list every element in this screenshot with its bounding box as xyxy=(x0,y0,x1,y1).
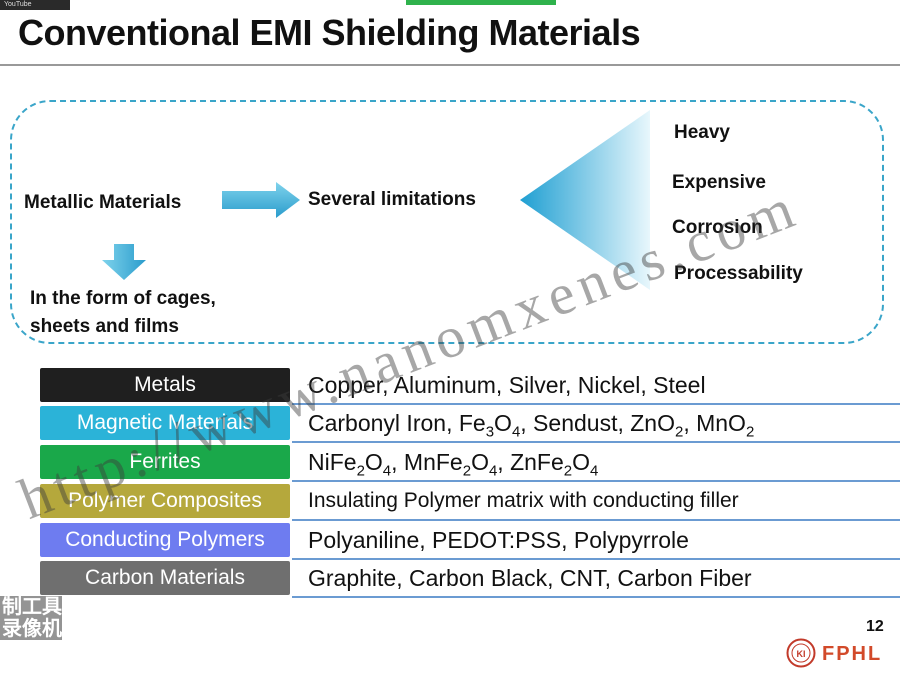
limitations-triangle-icon xyxy=(520,110,650,290)
category-ferrites: Ferrites xyxy=(40,445,290,479)
value-ferrites: NiFe2O4, MnFe2O4, ZnFe2O4 xyxy=(308,445,598,489)
subscript: 3 xyxy=(485,423,495,441)
category-carbon: Carbon Materials xyxy=(40,561,290,595)
subscript: 2 xyxy=(674,423,684,441)
value-text: O xyxy=(364,449,383,475)
value-text: , Sendust, ZnO xyxy=(520,410,675,436)
value-text: , MnO xyxy=(683,410,746,436)
value-conducting-polymers: Polyaniline, PEDOT:PSS, Polypyrrole xyxy=(308,527,689,553)
subscript: 2 xyxy=(745,423,755,441)
form-line-2: sheets and films xyxy=(30,316,179,337)
several-limitations-label: Several limitations xyxy=(308,189,476,210)
category-metals: Metals xyxy=(40,368,290,402)
limit-corrosion: Corrosion xyxy=(672,217,763,238)
value-text: O xyxy=(494,410,512,436)
metallic-limitations-box xyxy=(10,100,884,344)
subscript: 2 xyxy=(462,462,472,480)
page-number: 12 xyxy=(866,618,884,635)
youtube-label: YouTube xyxy=(0,0,70,10)
title-divider xyxy=(0,64,900,66)
subscript: 4 xyxy=(488,462,498,480)
metallic-materials-label: Metallic Materials xyxy=(24,192,182,213)
value-text: O xyxy=(471,449,489,475)
limit-expensive: Expensive xyxy=(672,172,766,193)
form-line-1: In the form of cages, xyxy=(30,288,216,309)
arrow-right-icon xyxy=(222,182,300,218)
value-text: NiFe xyxy=(308,449,357,475)
kist-logo-icon: KI xyxy=(786,638,816,668)
category-polymer-composites: Polymer Composites xyxy=(40,484,290,518)
category-conducting-polymers: Conducting Polymers xyxy=(40,523,290,557)
value-text: Carbonyl Iron, Fe xyxy=(308,410,486,436)
recorder-line-2: 录像机 xyxy=(2,618,62,640)
value-magnetic: Carbonyl Iron, Fe3O4, Sendust, ZnO2, MnO… xyxy=(308,406,754,450)
category-magnetic: Magnetic Materials xyxy=(40,406,290,440)
progress-strip xyxy=(406,0,556,5)
subscript: 4 xyxy=(382,462,392,480)
row-underline xyxy=(292,558,900,560)
value-metals: Copper, Aluminum, Silver, Nickel, Steel xyxy=(308,372,706,398)
subscript: 4 xyxy=(511,423,521,441)
footer-logo-text: FPHL xyxy=(822,643,883,665)
arrow-down-icon xyxy=(102,244,146,280)
subscript: 4 xyxy=(590,462,599,480)
row-underline xyxy=(292,441,900,443)
value-carbon: Graphite, Carbon Black, CNT, Carbon Fibe… xyxy=(308,565,752,591)
value-polymer-composites: Insulating Polymer matrix with conductin… xyxy=(308,489,739,512)
value-text: , ZnFe xyxy=(497,449,564,475)
top-bar: YouTube xyxy=(0,0,900,10)
limit-processability: Processability xyxy=(674,263,803,284)
row-underline xyxy=(292,480,900,482)
limit-heavy: Heavy xyxy=(674,122,730,143)
recorder-overlay: 制工具 录像机 xyxy=(0,596,62,640)
value-text: , MnFe xyxy=(391,449,463,475)
slide-title: Conventional EMI Shielding Materials xyxy=(18,12,641,53)
row-underline xyxy=(292,596,900,598)
recorder-line-1: 制工具 xyxy=(2,596,62,618)
row-underline xyxy=(292,519,900,521)
row-underline xyxy=(292,403,900,405)
subscript: 2 xyxy=(356,462,365,480)
subscript: 2 xyxy=(563,462,573,480)
value-text: O xyxy=(572,449,590,475)
svg-text:KI: KI xyxy=(797,649,806,659)
